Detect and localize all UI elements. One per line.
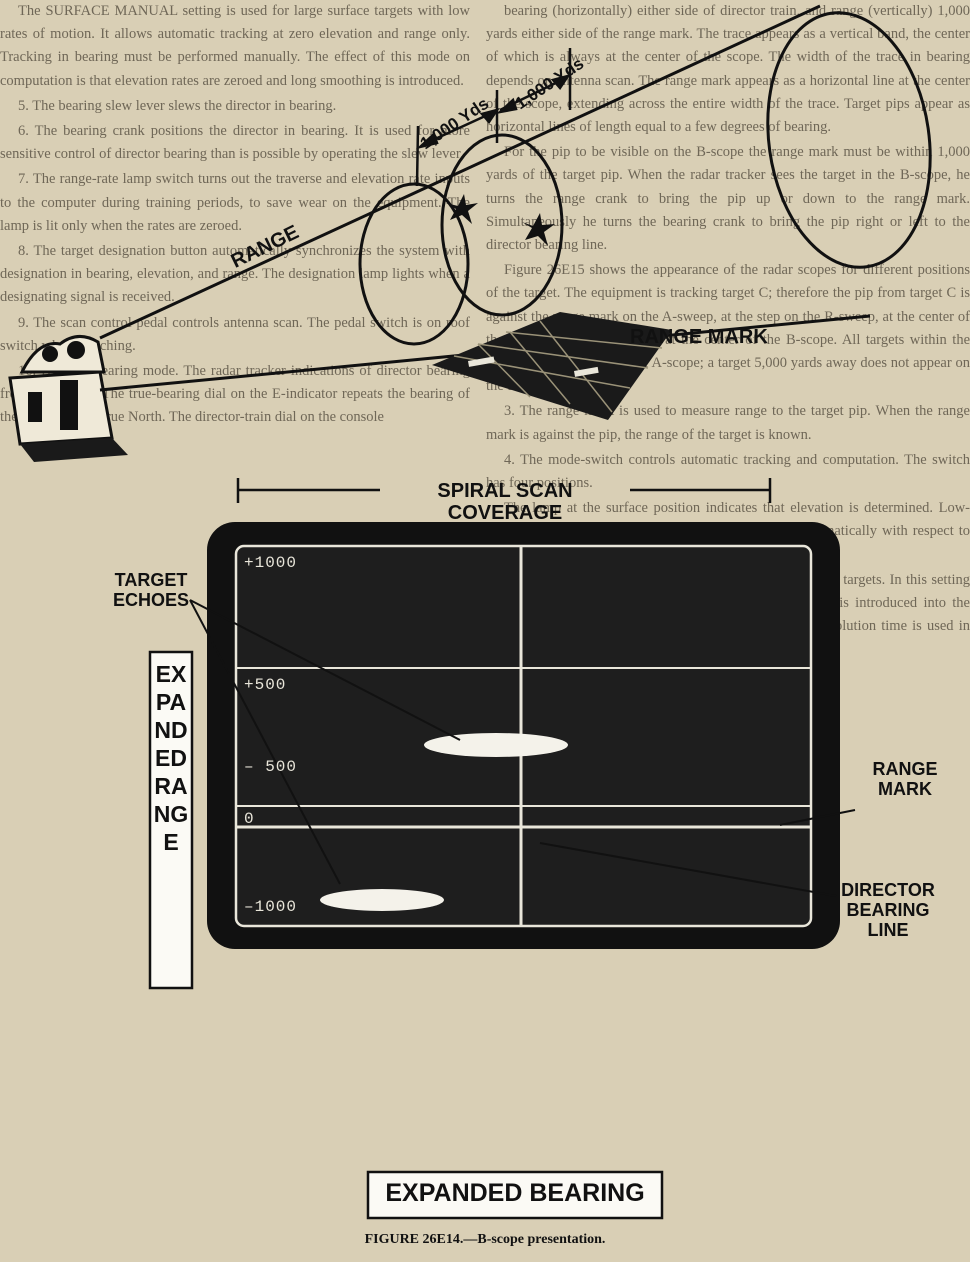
scope-tick-zero: 0 [244,810,255,828]
background-right-paragraph: bearing (horizontally) either side of di… [486,3,970,136]
spiral-scan-coverage-label: SPIRAL SCAN COVERAGE [437,480,573,524]
expanded-bearing-label: EXPANDED BEARING [385,1179,645,1207]
background-left-paragraph: 6. The bearing crank positions the direc… [0,123,470,163]
scope-tick-plus-500: +500 [244,676,287,694]
range-mark-label: RANGE MARK [630,326,768,348]
figure-caption: FIGURE 26E14.—B-scope presentation. [0,1232,970,1248]
background-left-paragraph: The SURFACE MANUAL setting is used for l… [0,3,470,89]
background-left-paragraph: 5. The bearing slew lever slews the dire… [18,97,337,114]
callout-pointer-lines [189,599,856,897]
range-mark-callout-label: RANGE MARK [872,759,938,799]
director-bearing-line-label: DIRECTOR BEARING LINE [841,880,935,940]
scope-tick-plus-1000: +1000 [244,554,298,572]
expanded-range-label: EXPANDED RANGE [153,661,189,855]
figure-number: FIGURE 26E14. [364,1232,464,1247]
figure-title: —B-scope presentation. [463,1232,606,1247]
background-right-paragraph: 3. The range mark is used to measure ran… [486,403,970,443]
background-left-paragraph: 7. The range-rate lamp switch turns out … [0,171,470,234]
range-dimension-lines [415,48,572,187]
scope-tick-minus-1000: –1000 [244,898,298,916]
b-scope-display [207,522,840,949]
scope-tick-minus-500: – 500 [244,758,298,776]
background-right-paragraph: 4. The mode-switch controls automatic tr… [486,451,970,492]
expanded-range-frame [148,650,194,990]
range-mark-surface [432,312,672,420]
background-left-paragraph: 8. The target designation button automat… [0,243,470,306]
spiral-scan-coverage-bracket [236,478,772,503]
spiral-scan-circles [358,11,932,346]
expanded-bearing-frame [366,1170,664,1220]
ship-illustration [8,335,128,462]
background-right-paragraph: For the pip to be visible on the B-scope… [486,144,970,254]
target-echoes-label: TARGET ECHOES [112,570,190,610]
target-echo-lower [320,889,444,911]
target-echo-upper [424,733,568,757]
target-star-markers [446,194,555,246]
